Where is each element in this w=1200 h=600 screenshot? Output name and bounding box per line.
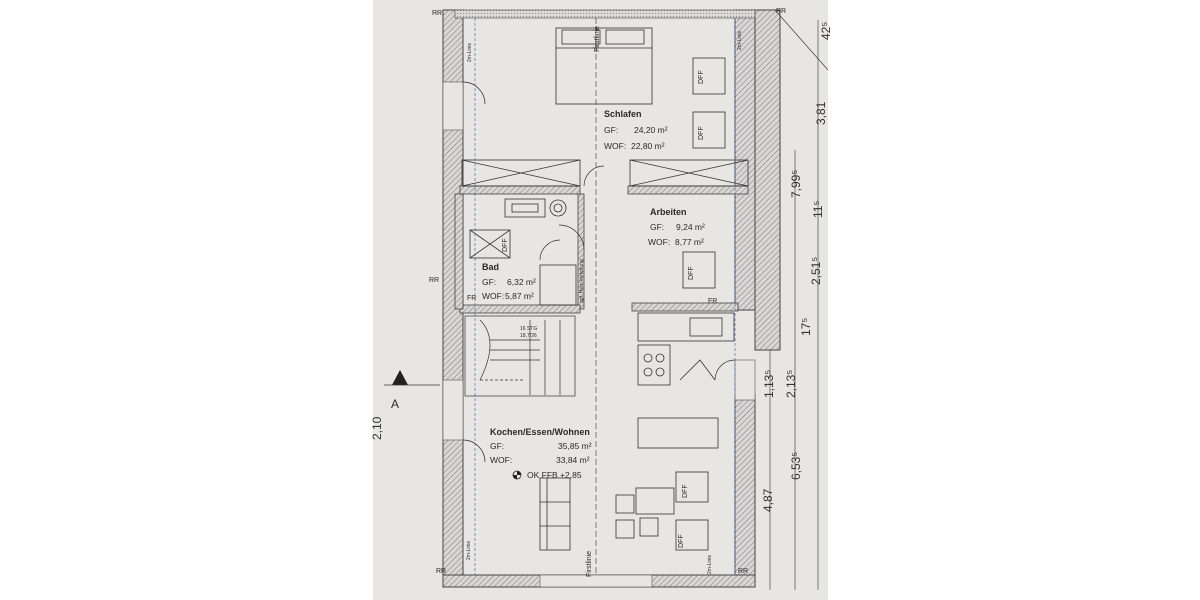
schlafen-gf-value: 24,20 m²: [634, 125, 668, 135]
rr-label-4: RR: [436, 568, 447, 575]
dff-label-2: DFF: [698, 126, 705, 140]
bad-gf-value: 6,32 m²: [507, 277, 536, 287]
bad-gf-label: GF:: [482, 277, 497, 287]
stair-ratio: 18,7/26: [520, 333, 537, 339]
dimension-lines: [769, 9, 829, 590]
zwei-m-linie-label-3: 2m-Linie: [466, 540, 472, 560]
firstlinie-label-2: Firstlinie: [586, 550, 593, 577]
room-name-kochen: Kochen/Essen/Wohnen: [490, 427, 590, 437]
fr-label-2: FR: [708, 298, 718, 305]
arbeiten-gf-value: 9,24 m²: [676, 222, 705, 232]
eaves-boxes: [461, 159, 749, 187]
guide-lines: [474, 18, 736, 575]
kochen-wof-label: WOF:: [490, 455, 513, 465]
kochen-gf-value: 35,85 m²: [558, 441, 592, 451]
interior-walls: [454, 185, 749, 314]
dim-3-81: 3,81: [814, 101, 828, 125]
dim-175: 17⁵: [799, 317, 813, 336]
rr-label-1: RR: [432, 10, 443, 17]
room-name-schlafen: Schlafen: [604, 109, 642, 119]
dim-7-995: 7,99⁵: [789, 169, 803, 198]
rr-label-3: RR: [429, 277, 440, 284]
zwei-m-linie-label-4: 2m-Linie: [707, 554, 713, 574]
kochen-gf-label: GF:: [490, 441, 505, 451]
dff-label-3: DFF: [502, 238, 509, 252]
dim-425: 42⁵: [819, 21, 833, 40]
fr-label-1: FR: [467, 295, 477, 302]
schlafen-gf-label: GF:: [604, 125, 619, 135]
heizverteilung-label: ggf. Heiz-Verteilung: [579, 259, 585, 303]
dim-2-135: 2,13⁵: [784, 369, 798, 398]
schlafen-wof-value: 22,80 m²: [631, 141, 665, 151]
dim-2-10: 2,10: [370, 416, 384, 440]
wall-arcs: [462, 81, 736, 463]
firstlinie-label-1: Firstlinie: [594, 25, 601, 52]
kochen-wof-value: 33,84 m²: [556, 455, 590, 465]
dim-4-87: 4,87: [761, 488, 775, 512]
dff-label-4: DFF: [688, 266, 695, 280]
sofa: [539, 477, 571, 551]
rr-label-2: RR: [776, 8, 787, 15]
stair-count: 16 STG: [520, 326, 538, 332]
dff-label-6: DFF: [678, 534, 685, 548]
dim-6-535: 6,53⁵: [789, 451, 803, 480]
bad-wof-label: WOF:: [482, 291, 505, 301]
dff-label-1: DFF: [698, 70, 705, 84]
zwei-m-linie-label-2: 2m-Linie: [737, 30, 743, 50]
section-label: A: [391, 397, 400, 411]
arbeiten-gf-label: GF:: [650, 222, 665, 232]
section-marker: [392, 370, 408, 385]
bad-wof-value: 5,87 m²: [505, 291, 534, 301]
dim-2-515: 2,51⁵: [809, 256, 823, 285]
zwei-m-linie-label-1: 2m-Linie: [467, 42, 473, 62]
rr-label-5: RR: [738, 568, 749, 575]
skylights: [675, 57, 726, 551]
schlafen-wof-label: WOF:: [604, 141, 627, 151]
door-arc: [539, 165, 605, 261]
level-mark: OK FFB +2,85: [527, 470, 582, 480]
dff-label-5: DFF: [682, 484, 689, 498]
level-symbol: [512, 470, 522, 480]
window-gaps: [442, 81, 756, 588]
staircase: [464, 315, 576, 397]
room-name-arbeiten: Arbeiten: [650, 207, 687, 217]
arbeiten-wof-label: WOF:: [648, 237, 671, 247]
bed: [555, 27, 653, 105]
dim-1-135: 1,13⁵: [762, 369, 776, 398]
room-name-bad: Bad: [482, 262, 500, 272]
bath-fixtures: [469, 198, 577, 306]
dim-115: 11⁵: [811, 200, 825, 218]
arbeiten-wof-value: 8,77 m²: [675, 237, 704, 247]
kitchen-fixtures: [615, 312, 735, 539]
